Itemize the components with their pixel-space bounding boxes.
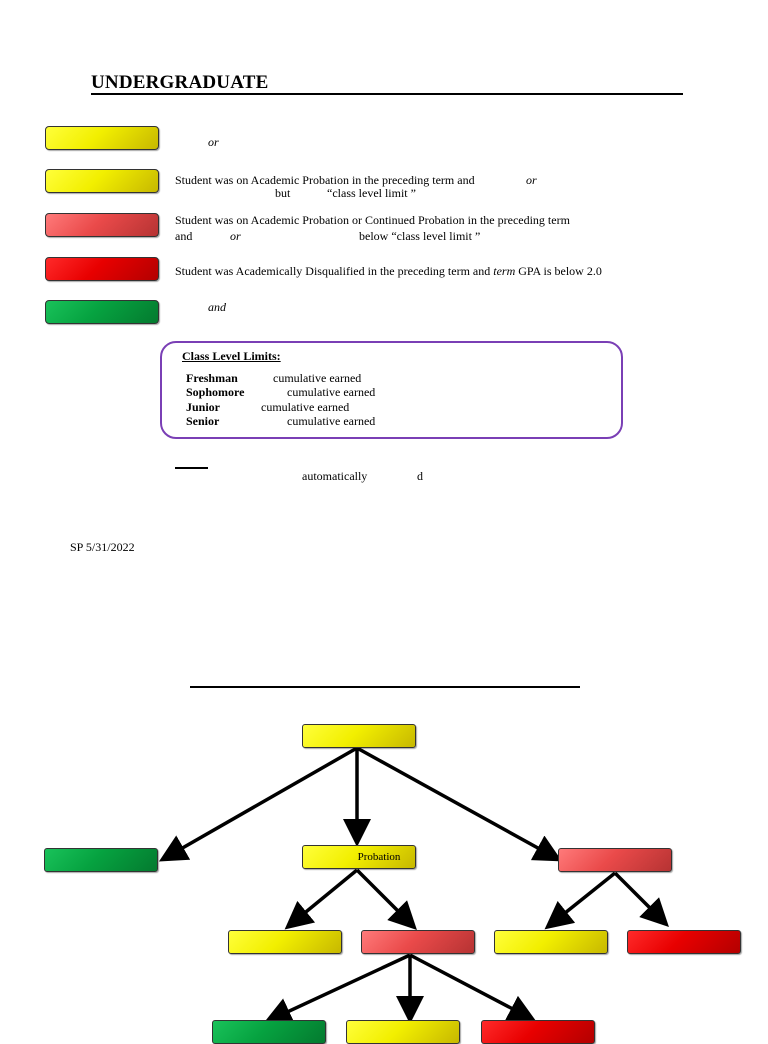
flowchart-title-rule [190,686,580,688]
flow-node-top-yellow [302,724,416,748]
level-name-sophomore: Sophomore [186,385,245,399]
legend-row3-or: or [230,229,241,243]
legend-row1-or: or [208,135,219,149]
legend-swatch-salmon [45,213,159,237]
legend-row4-line: Student was Academically Disqualified in… [175,264,602,278]
arrow-level3-to-green [263,953,411,1024]
level-name-senior: Senior [186,414,220,428]
class-level-limits-title: Class Level Limits: [182,349,281,363]
legend-row3-and: and [175,229,193,243]
legend-swatch-yellow-1 [45,126,159,150]
flow-node-probation: Probation [302,845,416,869]
flow-node-l2-red [627,930,741,954]
legend-row4-term: term [493,264,516,278]
flow-node-green [44,848,158,872]
legend-row3-limit: below “class level limit ” [359,229,481,243]
page-title: UNDERGRADUATE [91,72,269,93]
arrow-top-to-salmon [356,746,563,862]
heading-underline [91,93,683,95]
legend-swatch-green [45,300,159,324]
flow-node-salmon [558,848,672,872]
arrow-level3-to-red [409,953,537,1022]
note-automatically: automatically [302,469,368,483]
level-desc-junior: cumulative earned [261,400,350,414]
legend-row2-but: but [275,186,291,200]
legend-swatch-yellow-2 [45,169,159,193]
legend-row2-text: Student was on Academic Probation in the… [175,173,475,187]
legend-row5-and: and [208,300,226,314]
arrow-top-to-green [158,746,358,862]
legend-row4-text-b: GPA is below 2.0 [518,264,602,278]
footer-date: SP 5/31/2022 [70,540,135,554]
legend-row4-text: Student was Academically Disqualified in… [175,264,491,278]
legend-swatch-red [45,257,159,281]
note-rule [175,467,208,469]
level-desc-freshman: cumulative earned [273,371,362,385]
legend-row3-text: Student was on Academic Probation or Con… [175,213,570,227]
legend-row2-or: or [526,173,537,187]
level-name-junior: Junior [186,400,221,414]
arrow-probation-to-salmon [355,868,417,930]
flow-node-l2-salmon [361,930,475,954]
arrow-salmon-to-red [613,871,669,927]
level-name-freshman: Freshman [186,371,238,385]
arrow-salmon-to-yellow [544,871,617,930]
note-d: d [417,469,423,483]
arrow-probation-to-yellow [284,868,359,930]
flow-node-probation-label: Probation [357,851,401,863]
level-desc-sophomore: cumulative earned [287,385,376,399]
class-level-limits-box [160,341,623,439]
flow-node-l2-yellow-right [494,930,608,954]
flow-node-l2-yellow-left [228,930,342,954]
level-desc-senior: cumulative earned [287,414,376,428]
legend-row2-limit: “class level limit ” [327,186,416,200]
